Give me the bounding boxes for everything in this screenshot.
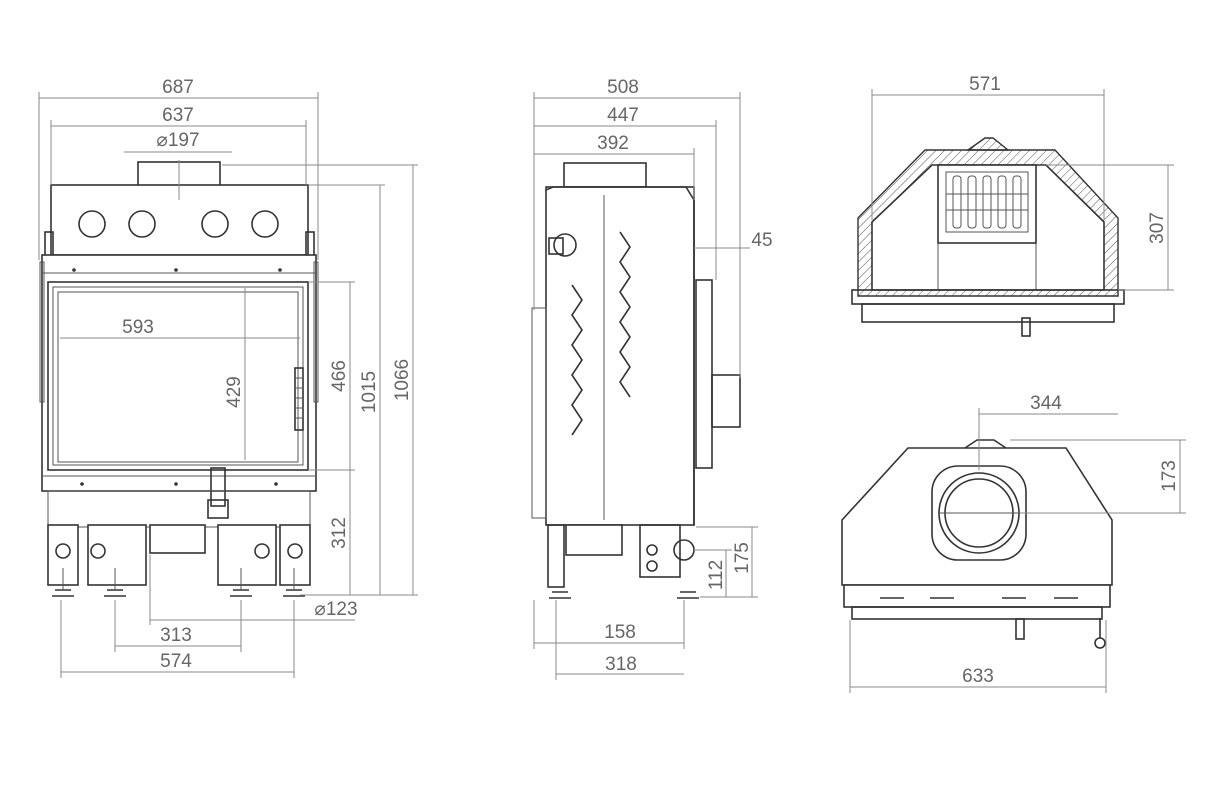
dim-air-offset: 158 (604, 622, 636, 643)
dim-overall-depth: 508 (607, 77, 639, 98)
dim-air-inlet-height: 175 (732, 542, 753, 574)
side-dimensions: 508 447 392 45 158 318 175 112 (533, 77, 773, 680)
dim-top-depth: 307 (1147, 212, 1168, 244)
dim-height-without-flue: 1015 (359, 371, 380, 413)
dim-leg-height: 312 (329, 517, 350, 549)
dim-overall-width: 687 (162, 77, 194, 98)
dim-flue-offset: 392 (597, 133, 629, 154)
dim-overall-height: 1066 (392, 359, 413, 401)
top-dimensions: 571 307 (871, 74, 1174, 291)
dim-air-inlet-center: 112 (706, 560, 727, 590)
dim-flue-diameter: ⌀197 (156, 130, 199, 151)
dim-door-height: 466 (329, 360, 350, 392)
dim-outer-leg-spacing: 574 (160, 651, 192, 672)
top-view (851, 137, 1125, 337)
dim-top-width: 571 (969, 74, 1001, 95)
dim-opening-offset: 173 (1159, 460, 1180, 492)
dim-opening-width: 344 (1030, 393, 1062, 414)
dim-door-offset: 45 (751, 230, 772, 251)
dim-bottom-width: 633 (962, 666, 994, 687)
dim-body-depth: 447 (607, 105, 639, 126)
dim-air-diameter: ⌀123 (314, 599, 357, 620)
dim-leg-depth: 318 (605, 654, 637, 675)
bottom-view (841, 439, 1113, 649)
front-door-frame (47, 281, 309, 471)
dim-glass-height: 429 (224, 376, 245, 408)
dim-body-width: 637 (162, 105, 194, 126)
side-body (545, 186, 695, 526)
dim-inner-leg-spacing: 313 (160, 625, 192, 646)
side-view (531, 162, 741, 599)
front-view (39, 161, 319, 597)
front-dimensions: 687 637 ⌀197 593 429 466 1015 1066 312 ⌀… (38, 77, 418, 678)
front-body (41, 254, 317, 492)
dim-glass-width: 593 (122, 317, 154, 338)
bottom-dimensions: 344 173 633 (849, 393, 1186, 693)
